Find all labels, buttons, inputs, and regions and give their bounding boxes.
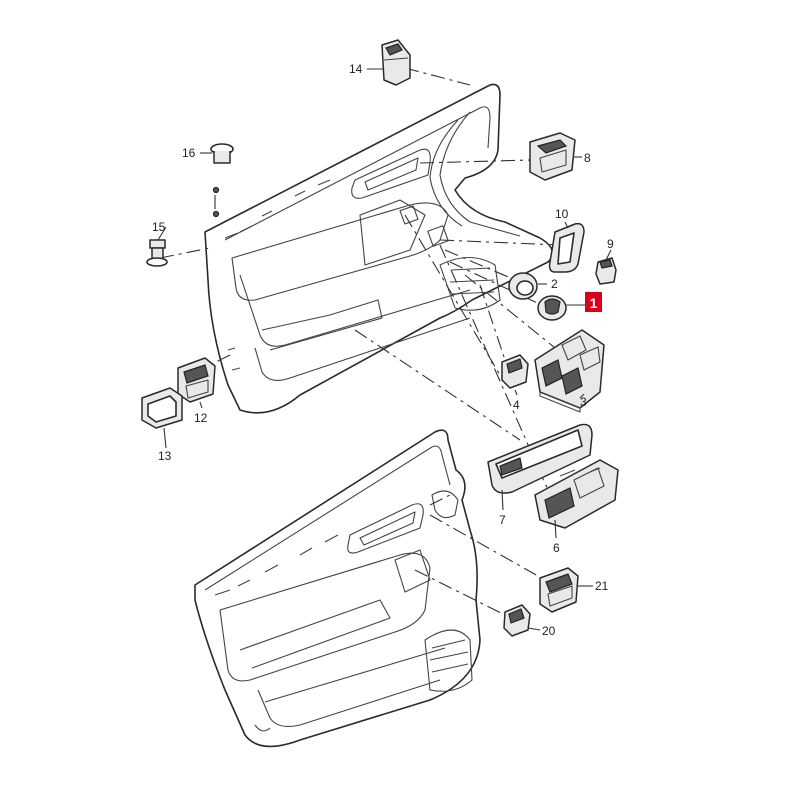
part-10-frame	[548, 222, 585, 273]
callout-1-highlight	[585, 292, 602, 312]
callout-4[interactable]: 4	[513, 398, 520, 412]
callout-12[interactable]: 12	[194, 411, 208, 425]
callout-1[interactable]: 1	[590, 295, 598, 311]
part-1-mirror-knob	[537, 295, 567, 321]
part-13-cover	[141, 387, 183, 429]
callout-13[interactable]: 13	[158, 449, 172, 463]
part-7-trim-strip	[487, 423, 593, 494]
part-21-switch	[539, 567, 579, 613]
part-20-switch	[503, 604, 531, 637]
callout-2[interactable]: 2	[551, 277, 558, 291]
part-8-switch	[529, 132, 576, 181]
part-14-lock-knob	[381, 39, 411, 86]
front-door-panel	[204, 83, 554, 414]
callout-21[interactable]: 21	[595, 579, 609, 593]
callout-16[interactable]: 16	[182, 146, 196, 160]
callout-9[interactable]: 9	[607, 237, 614, 251]
callout-6[interactable]: 6	[553, 541, 560, 555]
part-4-switch	[501, 354, 529, 389]
rear-door-panel	[194, 429, 481, 748]
callout-15[interactable]: 15	[152, 220, 166, 234]
callout-10[interactable]: 10	[555, 207, 569, 221]
part-15-screw	[146, 239, 168, 267]
part-2-ring	[508, 272, 538, 300]
part-16-clip	[210, 143, 234, 218]
callout-3[interactable]: 3	[580, 395, 587, 409]
part-6-rear-switch	[534, 459, 619, 529]
callout-20[interactable]: 20	[542, 624, 556, 638]
part-12-switch	[177, 357, 216, 403]
callout-leaders	[157, 68, 612, 631]
callout-labels: 1 2 3 4 6 7 8 9 10 12 13 14 15 16 20 21	[152, 62, 614, 638]
part-9-button	[595, 257, 617, 285]
callout-14[interactable]: 14	[349, 62, 363, 76]
callout-7[interactable]: 7	[499, 513, 506, 527]
callout-8[interactable]: 8	[584, 151, 591, 165]
part-3-window-switch	[534, 329, 605, 413]
